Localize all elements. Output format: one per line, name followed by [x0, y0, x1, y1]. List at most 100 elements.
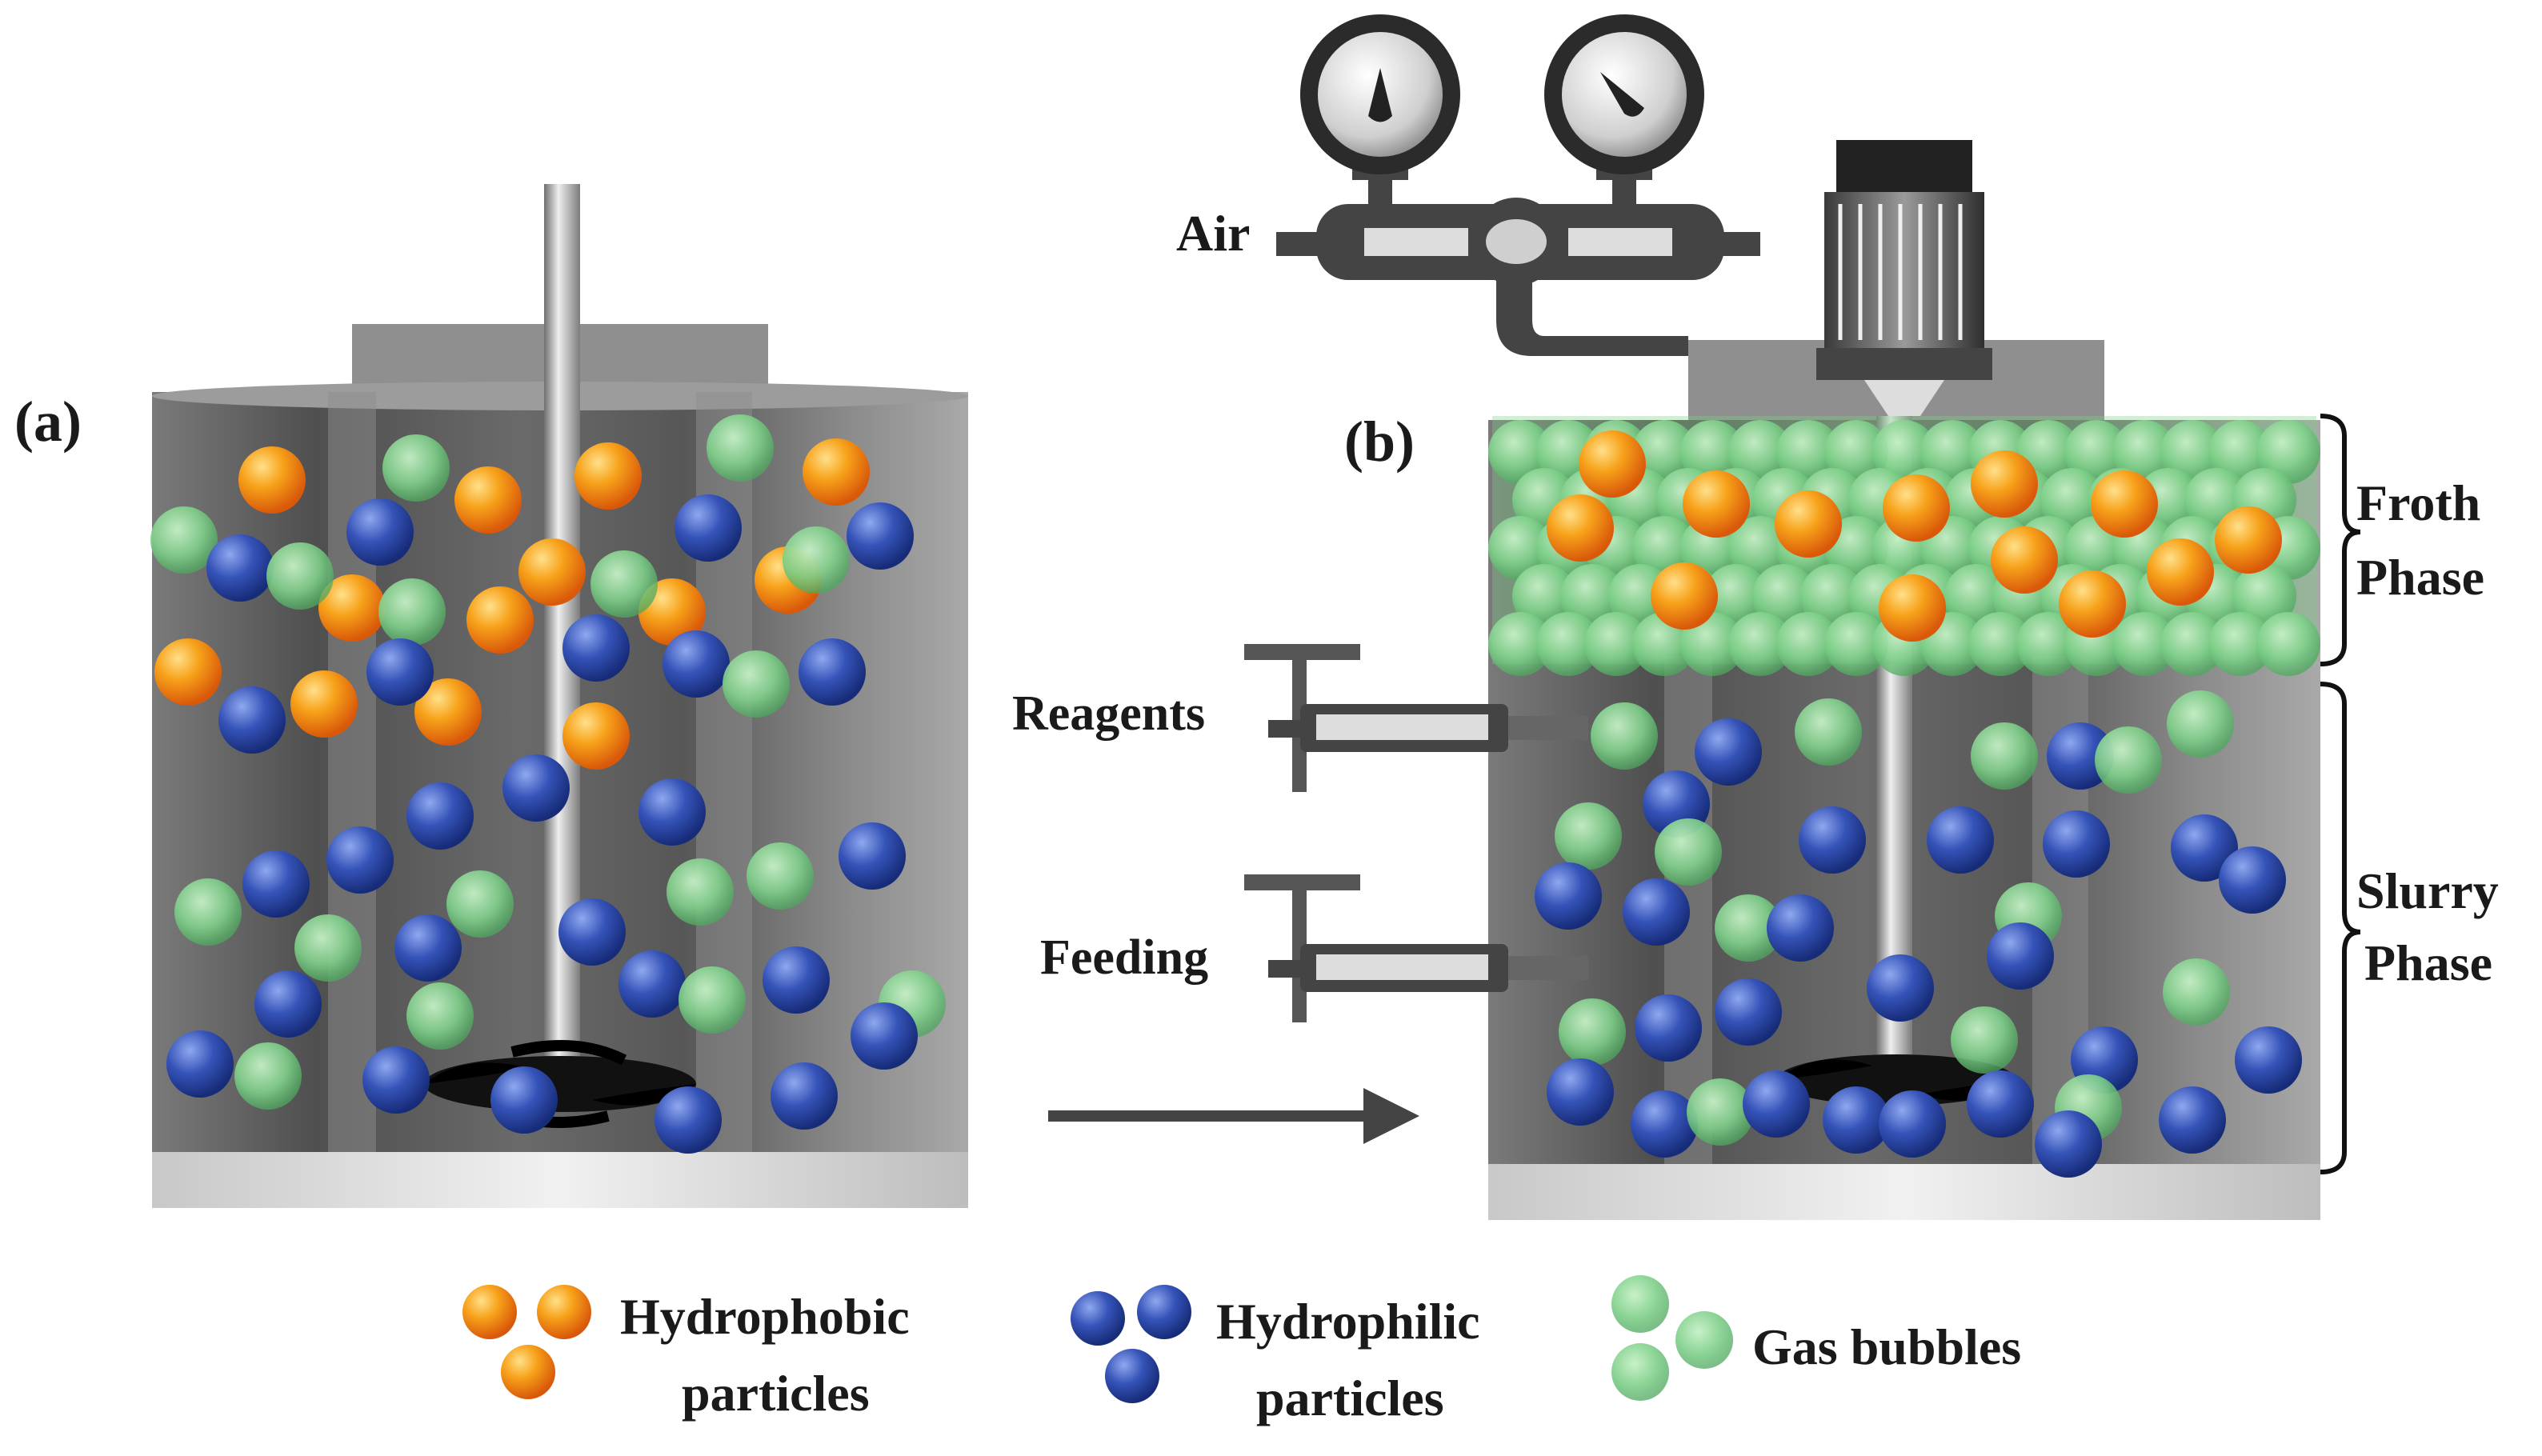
hydrophilic-particle	[2047, 722, 2114, 790]
hydrophilic-particle	[771, 1062, 838, 1130]
hydrophilic-particle	[394, 914, 462, 982]
hydrophilic-particle	[1743, 1070, 1810, 1138]
gas-bubble	[2163, 958, 2230, 1026]
hydrophobic-particle	[1651, 562, 1718, 630]
gas-bubble	[1559, 998, 1626, 1066]
hydrophobic-particle	[537, 1285, 591, 1339]
hydrophobic-particle	[462, 1285, 517, 1339]
gas-bubble	[1611, 1343, 1669, 1401]
gas-bubble	[2160, 420, 2224, 484]
gas-bubble	[2064, 420, 2128, 484]
gas-bubble	[1512, 564, 1576, 628]
hydrophobic-particle	[803, 438, 870, 506]
gas-bubble	[1715, 894, 1782, 962]
hydrophilic-particle	[2171, 814, 2238, 882]
gas-bubble	[2256, 420, 2320, 484]
hydrophilic-particle	[490, 1066, 558, 1134]
gas-bubble	[2256, 612, 2320, 676]
gas-bubble	[1555, 802, 1622, 870]
hydrophobic-particle	[1991, 526, 2058, 594]
hydrophilic-particle	[1867, 954, 1934, 1022]
hydrophilic-particle	[639, 778, 706, 846]
hydrophobic-particle	[501, 1345, 555, 1399]
hydrophilic-particle	[1635, 994, 1702, 1062]
hydrophilic-particle	[1105, 1349, 1159, 1403]
hydrophobic-particle	[518, 538, 586, 606]
hydrophilic-particle	[2235, 1026, 2302, 1094]
gas-bubble	[2208, 612, 2272, 676]
gas-bubble	[446, 870, 514, 938]
gas-bubble	[150, 506, 218, 574]
gas-bubble	[1944, 564, 2008, 628]
hydrophobic-particle	[454, 466, 522, 534]
gas-bubble	[2160, 612, 2224, 676]
hydrophilic-particle	[851, 1002, 918, 1070]
gas-bubble	[1591, 702, 1658, 770]
motor-icon	[1816, 140, 1992, 416]
hydrophilic-particle	[558, 898, 626, 966]
hydrophobic-particle	[414, 678, 482, 746]
pressure-gauge-left-icon	[1300, 14, 1460, 174]
hydrophilic-particle	[1695, 718, 1762, 786]
hydrophilic-particle	[1623, 878, 1690, 946]
hydrophilic-particle	[1823, 1086, 1890, 1154]
hydrophilic-particle	[1535, 862, 1602, 930]
gas-bubble	[667, 858, 734, 926]
froth-bracket	[2320, 414, 2361, 666]
hydrophobic-particle	[290, 670, 358, 738]
gas-bubble	[2112, 420, 2176, 484]
hydrophobic-particle	[1683, 470, 1750, 538]
gas-bubble	[1488, 516, 1552, 580]
gas-bubble	[2016, 612, 2080, 676]
gas-bubble	[783, 526, 850, 594]
hydrophilic-particle	[1631, 1090, 1698, 1158]
hydrophobic-particle	[2215, 506, 2282, 574]
hydrophilic-particle	[1987, 922, 2054, 990]
gas-bubble	[1872, 420, 1936, 484]
gas-bubble	[406, 982, 474, 1050]
gas-bubble	[1704, 564, 1768, 628]
hydrophobic-particle	[318, 574, 386, 642]
gas-bubble	[266, 542, 334, 610]
gas-bubble	[1632, 420, 1696, 484]
gas-bubble	[382, 434, 450, 502]
hydrophilic-particle	[362, 1046, 430, 1114]
gas-bubble	[174, 878, 242, 946]
hydrophobic-particle	[2091, 470, 2158, 538]
hydrophilic-particle	[2219, 846, 2286, 914]
hydrophilic-particle	[206, 534, 274, 602]
gas-bubble	[590, 550, 658, 618]
hydrophilic-particle	[218, 686, 286, 754]
impeller-a-icon	[424, 1040, 696, 1128]
hydrophilic-particle	[1879, 1090, 1946, 1158]
slurry-bracket	[2320, 682, 2361, 1174]
hydrophobic-particle	[1883, 474, 1950, 542]
hydrophilic-particle	[663, 630, 730, 698]
hydrophobic-particle	[2147, 538, 2214, 606]
hydrophobic-particle	[574, 442, 642, 510]
hydrophobic-particle	[1879, 574, 1946, 642]
gas-bubble	[1824, 612, 1888, 676]
gas-bubble	[1488, 612, 1552, 676]
gas-bubble	[723, 650, 790, 718]
hydrophilic-particle	[406, 782, 474, 850]
gas-bubble	[1536, 612, 1600, 676]
hydrophilic-particle	[839, 822, 906, 890]
hydrophilic-particle	[1767, 894, 1834, 962]
hydrophilic-particle	[799, 638, 866, 706]
hydrophilic-particle	[675, 494, 742, 562]
hydrophilic-particle	[1715, 978, 1782, 1046]
hydrophobic-particle	[1579, 430, 1646, 498]
gas-bubble	[1800, 564, 1864, 628]
gas-bubble	[1560, 564, 1624, 628]
hydrophobic-particle	[562, 702, 630, 770]
gas-bubble	[747, 842, 814, 910]
hydrophobic-particle	[154, 638, 222, 706]
gas-bubble	[1488, 420, 1552, 484]
feeding-inlet	[1244, 874, 1588, 1022]
gas-bubble	[1776, 612, 1840, 676]
gas-bubble	[1795, 698, 1862, 766]
gas-bubble	[1968, 612, 2032, 676]
hydrophilic-particle	[2159, 1086, 2226, 1154]
